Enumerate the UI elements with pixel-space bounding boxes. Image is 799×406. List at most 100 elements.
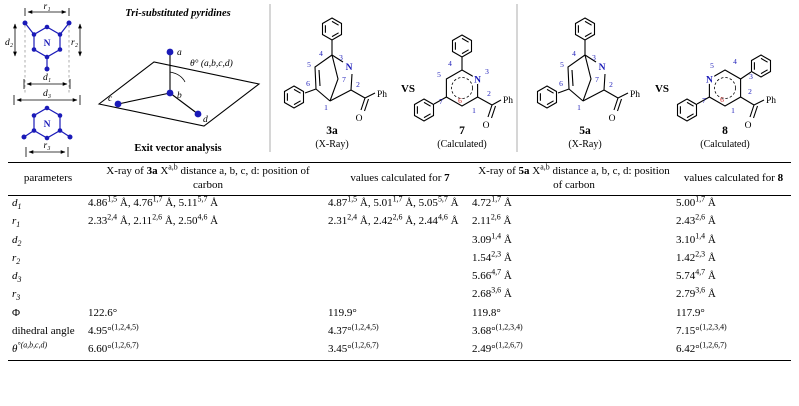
phenyl-label: Ph: [766, 96, 776, 106]
table-row-dihedral-angle: dihedral angle 4.95°(1,2,4,5) 4.37°(1,2,…: [8, 323, 791, 341]
table-cell: 2.683,6 Å: [472, 285, 512, 301]
table-cell: 3.101,4 Å: [676, 230, 716, 246]
table-header-row: parameters X-ray of 3a Xa,b distance a, …: [8, 162, 791, 196]
table-cell: 6.42°(1,2,6,7): [676, 340, 727, 355]
table-row-d1: d1 4.861,5 Å, 4.761,7 Å, 5.115,7 Å 4.871…: [8, 195, 791, 214]
r3-label: r₃: [44, 141, 51, 151]
theta-label: θ° (a,b,c,d): [190, 58, 233, 69]
table-cell: 2.332,4 Å, 2.112,6 Å, 2.504,6 Å: [88, 212, 219, 228]
table-cell: 2.112,6 Å: [472, 212, 512, 228]
position-number: 6: [306, 79, 310, 88]
table-cell: 2.312,4 Å, 2.422,6 Å, 2.444,6 Å: [328, 212, 459, 228]
measurement-arrows: r₁ d₂ r₂ d₁ d₃ r₃: [5, 2, 82, 157]
row-label: r2: [12, 251, 21, 266]
phenyl-label: Ph: [630, 90, 640, 100]
figure-svg: N r₁ d₂ r₂ d₁ d₃ r₃: [5, 2, 776, 157]
position-number: 4: [572, 49, 576, 58]
table-row-theta: θ°(a,b,c,d) 6.60°(1,2,6,7) 3.45°(1,2,6,7…: [8, 340, 791, 361]
position-number: 7: [439, 97, 443, 106]
table-cell: 122.6°: [88, 306, 118, 319]
nitrogen-label: N: [346, 63, 353, 73]
table-cell: 117.9°: [676, 306, 705, 319]
plane-outline: [97, 61, 261, 127]
position-number: 3: [485, 67, 489, 76]
position-number: 2: [356, 80, 360, 89]
aromatic-circle: [714, 77, 736, 99]
point-d-label: d: [203, 115, 208, 125]
position-number: 3: [749, 72, 753, 81]
table-row-phi: Φ 122.6° 119.9° 119.8° 117.9°: [8, 305, 791, 323]
position-number-red: 6: [720, 95, 724, 104]
vs-label: VS: [655, 83, 669, 95]
structure-method: (Calculated): [700, 139, 749, 150]
nitrogen-label: N: [44, 120, 51, 130]
row-label: r1: [12, 215, 21, 230]
structure-7: O Ph N 4 3 2 1 5 6 7 7 (Calculated): [413, 34, 513, 150]
position-number: 4: [448, 59, 452, 68]
d1-label: d₁: [43, 73, 51, 83]
row-label: d2: [12, 233, 22, 248]
position-number: 1: [577, 103, 581, 112]
structure-name: 8: [722, 125, 728, 137]
point-d: [194, 110, 202, 118]
table-cell: [328, 287, 472, 305]
phenyl-label: Ph: [377, 90, 387, 100]
table-cell: 2.793,6 Å: [676, 285, 716, 301]
figure-strip: N r₁ d₂ r₂ d₁ d₃ r₃: [0, 0, 799, 158]
structure-method: (X-Ray): [568, 139, 601, 150]
table-cell: [328, 232, 472, 250]
table-row-r3: r3 2.683,6 Å 2.793,6 Å: [8, 285, 791, 305]
nitrogen-label: N: [44, 39, 51, 49]
table-cell: 4.95°(1,2,4,5): [88, 322, 139, 337]
point-a-label: a: [177, 48, 182, 58]
position-number: 4: [733, 57, 737, 66]
table-cell: [328, 269, 472, 287]
phenyl-label: Ph: [503, 96, 513, 106]
position-number: 1: [472, 106, 476, 115]
position-number: 7: [595, 75, 599, 84]
table-cell: 3.68°(1,2,3,4): [472, 322, 523, 337]
row-label: d3: [12, 270, 22, 285]
table-row-d2: d2 3.091,4 Å 3.101,4 Å: [8, 230, 791, 250]
table-cell: 5.744,7 Å: [676, 267, 716, 282]
oxygen-label: O: [483, 121, 490, 131]
row-label: Φ: [12, 306, 21, 319]
position-number: 3: [592, 53, 596, 62]
table-cell: 4.861,5 Å, 4.761,7 Å, 5.115,7 Å: [88, 194, 219, 209]
column-header-calc-8: values calculated for 8: [676, 162, 791, 196]
position-number: 1: [324, 103, 328, 112]
position-number: 5: [307, 60, 311, 69]
table-cell: 3.45°(1,2,6,7): [328, 340, 379, 355]
table-cell: 3.091,4 Å: [472, 230, 512, 246]
position-number: 7: [342, 75, 346, 84]
point-c-label: c: [108, 94, 113, 104]
column-header-xray-3a: X-ray of 3a Xa,b distance a, b, c, d: po…: [88, 162, 328, 196]
table-cell: 1.422,3 Å: [676, 249, 716, 264]
table-row-r2: r2 1.542,3 Å 1.422,3 Å: [8, 250, 791, 268]
d3-label: d₃: [43, 89, 51, 99]
position-number: 7: [702, 96, 706, 105]
nitrogen-label: N: [474, 76, 481, 86]
position-number: 5: [560, 60, 564, 69]
top-pyridine-ring: N: [22, 20, 72, 72]
point-b: [166, 89, 174, 97]
position-number: 2: [748, 87, 752, 96]
table-row-d3: d3 5.664,7 Å 5.744,7 Å: [8, 267, 791, 287]
row-label: r3: [12, 288, 21, 303]
row-label: d1: [12, 197, 22, 212]
table-cell: 119.8°: [472, 306, 501, 319]
point-b-label: b: [177, 91, 182, 101]
d2-label: d₂: [5, 38, 14, 48]
position-number-red: 6: [458, 96, 462, 105]
position-number: 2: [609, 80, 613, 89]
structure-method: (X-Ray): [315, 139, 348, 150]
exit-vector-panel: Tri-substituted pyridines a b c d θ° (a,…: [97, 8, 261, 154]
position-number: 4: [319, 49, 323, 58]
structure-name: 5a: [579, 125, 591, 137]
parameters-table: parameters X-ray of 3a Xa,b distance a, …: [8, 162, 791, 361]
table-cell: 2.432,6 Å: [676, 212, 716, 228]
table-cell: 2.49°(1,2,6,7): [472, 340, 523, 355]
table-cell: 7.15°(1,2,3,4): [676, 322, 727, 337]
oxygen-label: O: [745, 121, 752, 131]
table-cell: 1.542,3 Å: [472, 249, 512, 264]
